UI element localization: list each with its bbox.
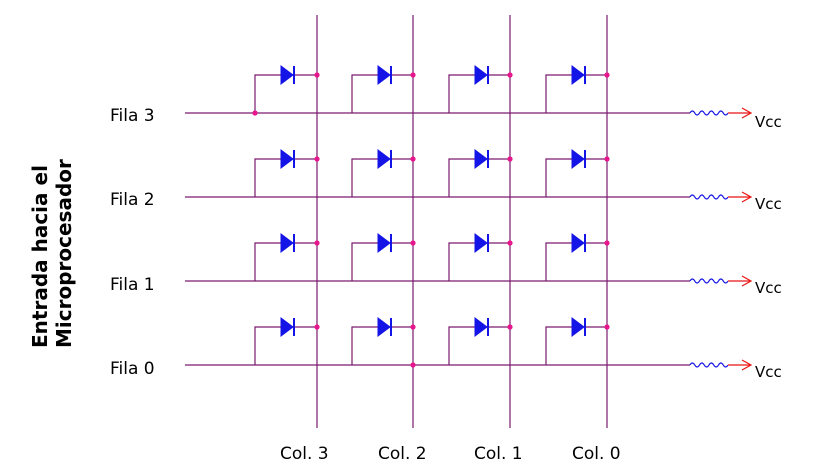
row-label-2: Fila 2 <box>110 190 155 210</box>
row-label-0: Fila 0 <box>110 359 155 379</box>
junction-dot-r1-c2 <box>410 240 416 246</box>
junction-dot-r0-c3 <box>314 324 320 330</box>
diode-r1-c3 <box>280 233 294 253</box>
diode-r3-c3 <box>280 65 294 85</box>
pullup-resistor-row-0 <box>689 362 729 368</box>
wire-layer <box>185 15 690 428</box>
junction-dot-layer <box>252 72 610 368</box>
diode-r3-c0 <box>571 65 585 85</box>
diode-branch-wire-r3-c1 <box>448 74 510 113</box>
diode-branch-wire-r1-c1 <box>448 242 510 281</box>
junction-dot-r1-c3 <box>314 240 320 246</box>
diode-branch-wire-r2-c2 <box>351 158 413 197</box>
diode-r3-c2 <box>377 65 391 85</box>
diode-branch-wire-r3-c2 <box>351 74 413 113</box>
junction-dot-r3-c0 <box>604 72 610 78</box>
junction-dot-row0-col2 <box>410 362 416 368</box>
diode-r1-c2 <box>377 233 391 253</box>
diode-branch-wire-r1-c3 <box>254 242 317 281</box>
junction-dot-r2-c3 <box>314 156 320 162</box>
junction-dot-r3-c1 <box>507 72 513 78</box>
junction-dot-r2-c1 <box>507 156 513 162</box>
vcc-arrow-row-3 <box>741 107 753 119</box>
side-label: Entrada hacia el Microprocesador <box>28 159 76 348</box>
pullup-resistor-row-3 <box>689 110 729 116</box>
diode-branch-wire-r0-c3 <box>254 326 317 365</box>
pullup-resistor-row-1 <box>689 278 729 284</box>
diode-branch-wire-r2-c1 <box>448 158 510 197</box>
junction-dot-r2-c0 <box>604 156 610 162</box>
side-label-line1: Entrada hacia el <box>28 165 52 348</box>
column-label-2: Col. 2 <box>378 444 427 464</box>
column-label-0: Col. 0 <box>572 444 621 464</box>
diode-r0-c3 <box>280 317 294 337</box>
pullup-resistor-row-2 <box>689 194 729 200</box>
vcc-arrow-row-0 <box>741 359 753 371</box>
vcc-label-row-1: Vcc <box>755 279 782 297</box>
pullup-resistor-layer <box>689 107 753 371</box>
vcc-label-row-2: Vcc <box>755 195 782 213</box>
diode-r0-c0 <box>571 317 585 337</box>
column-label-1: Col. 1 <box>474 444 523 464</box>
diode-r1-c1 <box>474 233 488 253</box>
diode-r0-c1 <box>474 317 488 337</box>
diode-branch-wire-r0-c1 <box>448 326 510 365</box>
diode-r2-c0 <box>571 149 585 169</box>
diode-branch-wire-r1-c0 <box>545 242 607 281</box>
row-label-3: Fila 3 <box>110 106 155 126</box>
junction-dot-r0-c0 <box>604 324 610 330</box>
diode-r2-c3 <box>280 149 294 169</box>
junction-dot-r3-c3 <box>314 72 320 78</box>
diode-layer <box>280 65 586 337</box>
vcc-label-row-3: Vcc <box>755 113 782 131</box>
junction-dot-row3-branch <box>252 110 258 116</box>
vcc-label-row-0: Vcc <box>755 363 782 381</box>
diode-branch-wire-r0-c2 <box>351 326 413 365</box>
junction-dot-r0-c2 <box>410 324 416 330</box>
junction-dot-r1-c1 <box>507 240 513 246</box>
diode-r1-c0 <box>571 233 585 253</box>
vcc-arrow-row-1 <box>741 275 753 287</box>
diode-branch-wire-r2-c3 <box>254 158 317 197</box>
junction-dot-r0-c1 <box>507 324 513 330</box>
diode-r3-c1 <box>474 65 488 85</box>
junction-dot-r1-c0 <box>604 240 610 246</box>
column-label-3: Col. 3 <box>280 444 329 464</box>
diode-branch-wire-r3-c0 <box>545 74 607 113</box>
vcc-arrow-row-2 <box>741 191 753 203</box>
diode-r2-c1 <box>474 149 488 169</box>
diode-branch-wire-r3-c3 <box>254 74 317 113</box>
diode-branch-wire-r1-c2 <box>351 242 413 281</box>
junction-dot-r2-c2 <box>410 156 416 162</box>
row-label-1: Fila 1 <box>110 275 155 295</box>
diode-r2-c2 <box>377 149 391 169</box>
junction-dot-r3-c2 <box>410 72 416 78</box>
diode-branch-wire-r0-c0 <box>545 326 607 365</box>
diode-branch-wire-r2-c0 <box>545 158 607 197</box>
diode-r0-c2 <box>377 317 391 337</box>
side-label-line2: Microprocesador <box>52 159 76 348</box>
